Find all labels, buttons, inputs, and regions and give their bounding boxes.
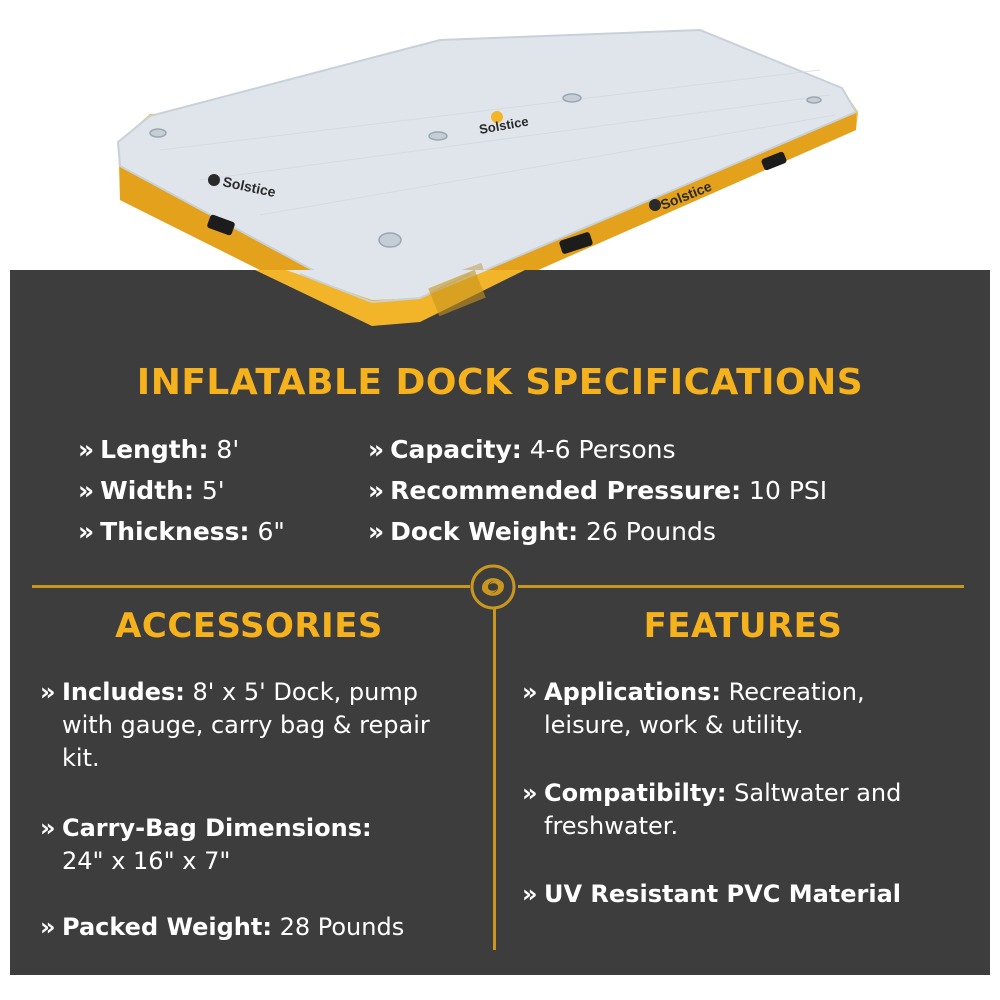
- bullet-icon: »: [78, 435, 95, 464]
- list-item: »Packed Weight: 28 Pounds: [40, 911, 472, 944]
- divider-vertical: [493, 600, 496, 950]
- accessories-list: »Includes: 8' x 5' Dock, pump with gauge…: [40, 676, 480, 956]
- bullet-icon: »: [40, 678, 56, 706]
- specs-right: »Capacity: 4-6 Persons »Recommended Pres…: [368, 432, 827, 555]
- spec-capacity: »Capacity: 4-6 Persons: [368, 435, 676, 464]
- specs-left: »Length: 8' »Width: 5' »Thickness: 6": [78, 432, 285, 555]
- specs-panel: [10, 270, 990, 975]
- spec-pressure: »Recommended Pressure: 10 PSI: [368, 476, 828, 505]
- list-item: »UV Resistant PVC Material: [522, 878, 964, 911]
- spec-dock-weight: »Dock Weight: 26 Pounds: [368, 517, 716, 546]
- bullet-icon: »: [368, 476, 385, 505]
- features-title: FEATURES: [643, 606, 843, 646]
- features-list: »Applications: Recreation, leisure, work…: [522, 676, 972, 936]
- dock-overlap: [255, 269, 525, 326]
- bullet-icon: »: [522, 779, 538, 807]
- bullet-icon: »: [40, 913, 56, 941]
- solstice-logo-icon: [470, 564, 516, 610]
- divider-left: [32, 585, 470, 588]
- list-item: »Applications: Recreation, leisure, work…: [522, 678, 865, 739]
- divider-right: [518, 585, 964, 588]
- accessories-title: ACCESSORIES: [115, 606, 383, 646]
- bullet-icon: »: [368, 517, 385, 546]
- bullet-icon: »: [78, 476, 95, 505]
- spec-length: »Length: 8': [78, 435, 240, 464]
- spec-width: »Width: 5': [78, 476, 225, 505]
- list-item: »Compatibilty: Saltwater and freshwater.: [522, 779, 902, 840]
- list-item: »Includes: 8' x 5' Dock, pump with gauge…: [40, 678, 430, 772]
- page-title: INFLATABLE DOCK SPECIFICATIONS: [136, 362, 864, 403]
- bullet-icon: »: [522, 880, 538, 908]
- bullet-icon: »: [368, 435, 385, 464]
- bullet-icon: »: [40, 814, 56, 842]
- list-item: »Carry-Bag Dimensions: 24" x 16" x 7": [40, 814, 372, 875]
- bullet-icon: »: [78, 517, 95, 546]
- bullet-icon: »: [522, 678, 538, 706]
- spec-thickness: »Thickness: 6": [78, 517, 285, 546]
